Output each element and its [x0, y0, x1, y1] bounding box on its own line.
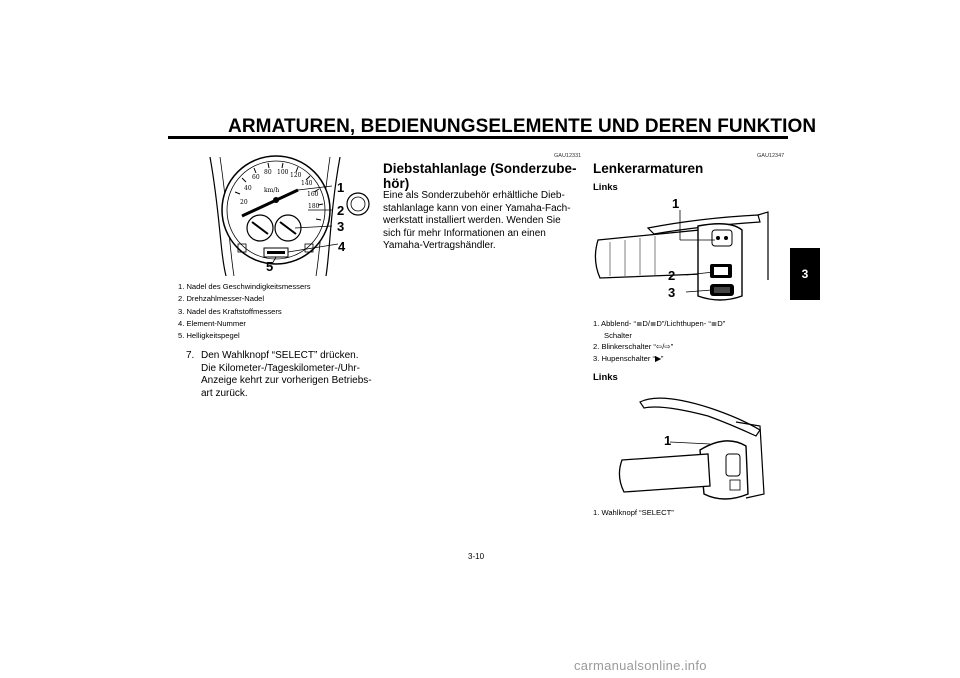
pass-light-icon: ≣D: [710, 319, 723, 328]
section-title: Lenkerarmaturen: [593, 161, 704, 176]
meter-callout-1: 1: [337, 180, 345, 195]
svg-text:100: 100: [277, 169, 289, 176]
page-number: 3-10: [468, 552, 485, 561]
legend-item-horn: 3. Hupenschalter “▶︎”: [593, 353, 664, 363]
section-code: GAU12331: [554, 153, 582, 159]
svg-text:km/h: km/h: [264, 187, 279, 194]
page-header-title: ARMATUREN, BEDIENUNGSELEMENTE UND DEREN …: [228, 116, 817, 137]
legend-item: 1. Nadel des Geschwindigkeitsmessers: [178, 282, 311, 291]
header-rule: [168, 136, 788, 139]
watermark-text: carmanualsonline.info: [574, 658, 707, 673]
select-knob-figure: [600, 390, 775, 505]
svg-text:40: 40: [244, 185, 252, 192]
svg-text:60: 60: [252, 174, 260, 181]
meter-callout-5: 5: [266, 259, 274, 274]
svg-text:160: 160: [307, 191, 319, 198]
legend-item-dimmer-cont: Schalter: [604, 330, 632, 340]
left-arrow-icon: ⇦: [655, 342, 663, 351]
subsection-links-1: Links: [593, 182, 618, 193]
horn-icon: ▶︎: [655, 353, 661, 363]
switch-callout-3: 3: [668, 285, 676, 300]
switch-legend: 1. Abblend- “≣D/≣D”/Lichthupen- “≣D” Sch…: [593, 318, 725, 364]
section-body: Eine als Sonderzubehör erhältliche Dieb-…: [383, 190, 571, 251]
meter-legend: 1. Nadel des Geschwindigkeitsmessers 2. …: [178, 281, 311, 342]
low-beam-icon: ≣D: [650, 319, 662, 328]
meter-callout-4: 4: [338, 239, 346, 254]
legend-item: 1. Wahlknopf “SELECT”: [593, 508, 674, 517]
knob-callout-1: 1: [664, 433, 672, 448]
legend-item: 3. Nadel des Kraftstoffmessers: [178, 306, 282, 316]
select-knob-illustration: [618, 397, 765, 500]
section-title: Diebstahlanlage (Sonderzube- hör): [383, 161, 577, 191]
step-number: 7.: [186, 350, 195, 361]
knob-legend: 1. Wahlknopf “SELECT”: [593, 507, 674, 519]
handlebar-switch-illustration: [594, 210, 769, 301]
switch-callout-2: 2: [668, 268, 676, 283]
subsection-links-2: Links: [593, 372, 618, 383]
legend-item: 4. Element-Nummer: [178, 318, 246, 328]
handlebar-switch-figure: [590, 200, 780, 310]
legend-item: 5. Helligkeitspegel: [178, 331, 240, 341]
chapter-tab: 3: [790, 248, 820, 300]
step-text: Den Wahlknopf “SELECT” drücken. Die Kilo…: [201, 350, 372, 399]
section-code: GAU12347: [757, 153, 785, 159]
legend-item-turn: 2. Blinkerschalter “⇦/⇨”: [593, 342, 674, 351]
svg-text:180: 180: [308, 203, 320, 210]
right-arrow-icon: ⇨: [664, 342, 671, 351]
legend-item: 2. Drehzahlmesser-Nadel: [178, 294, 265, 304]
legend-item-dimmer: 1. Abblend- “≣D/≣D”/Lichthupen- “≣D”: [593, 319, 726, 328]
switch-callout-1: 1: [672, 196, 680, 211]
high-beam-icon: ≣D: [636, 319, 648, 328]
meter-callout-2: 2: [337, 203, 345, 218]
svg-text:140: 140: [301, 180, 313, 187]
meter-callout-3: 3: [337, 219, 345, 234]
svg-text:20: 20: [240, 199, 248, 206]
svg-text:120: 120: [290, 172, 302, 179]
svg-text:80: 80: [264, 169, 272, 176]
